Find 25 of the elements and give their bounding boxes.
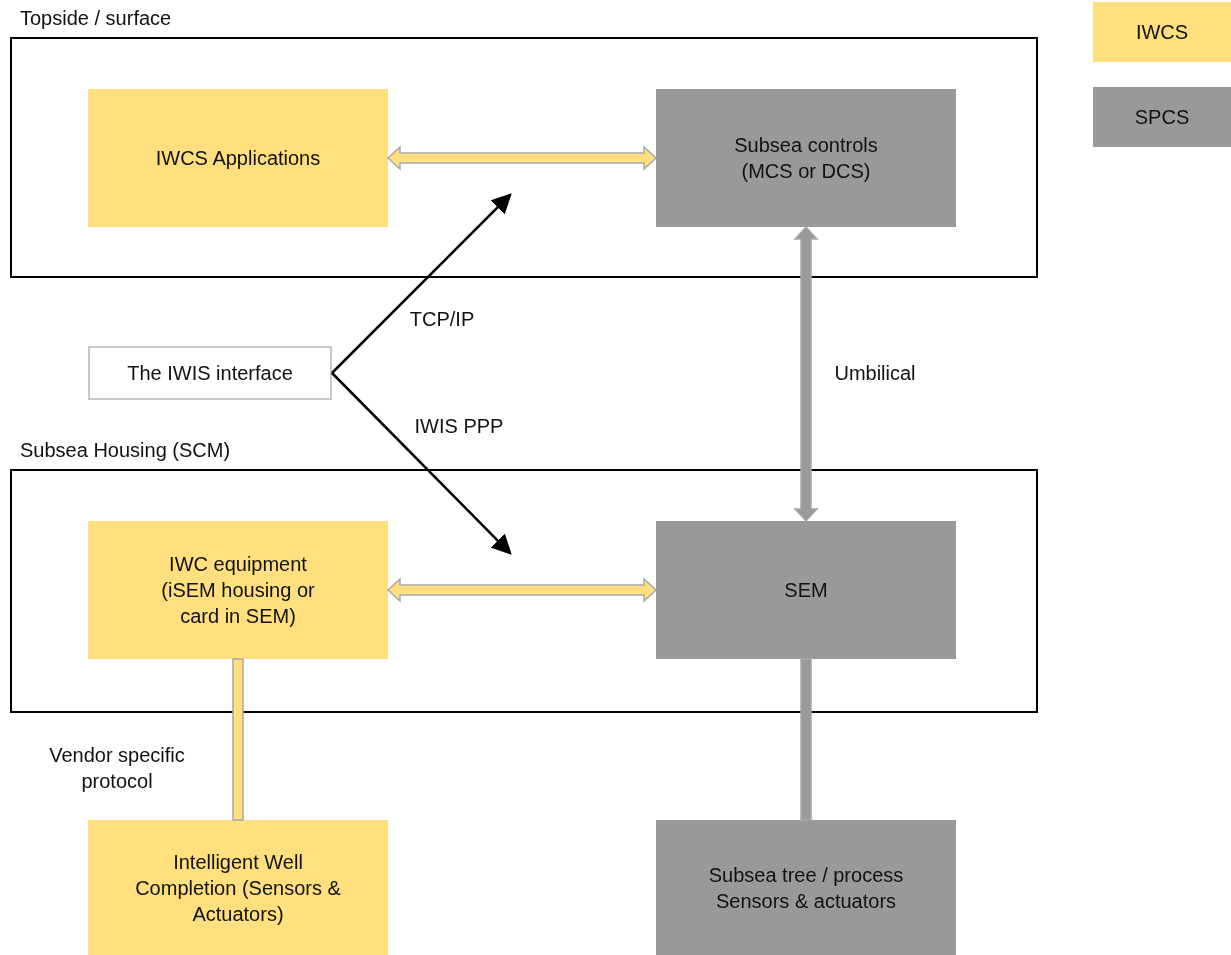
- process-box: [88, 820, 388, 955]
- box-label: IWCS Applications: [154, 146, 322, 171]
- container-label: Subsea Housing (SCM): [20, 439, 231, 462]
- double-arrow: [386, 577, 658, 603]
- legend-label: IWCS: [1135, 20, 1189, 44]
- box-label: IWC equipment (iSEM housing or card in SEM): [160, 552, 316, 629]
- arrow: [331, 193, 512, 374]
- process-box: [656, 820, 956, 955]
- connector-bar: [800, 658, 812, 821]
- process-box: [656, 89, 956, 227]
- arrow: [331, 372, 512, 555]
- process-box: [656, 521, 956, 659]
- process-box: [88, 521, 388, 659]
- connector-bar: [232, 658, 244, 821]
- interface-box: [88, 346, 332, 400]
- box-label: The IWIS interface: [126, 361, 294, 386]
- double-arrow: [793, 225, 819, 523]
- container-label: Topside / surface: [20, 7, 172, 30]
- double-arrow: [386, 145, 658, 171]
- box-label: SEM: [783, 578, 829, 603]
- legend-label: SPCS: [1134, 105, 1190, 129]
- process-box: [88, 89, 388, 227]
- box-label: Subsea tree / process Sensors & actuators: [707, 862, 905, 914]
- box-label: Intelligent Well Completion (Sensors & Actuators): [134, 849, 342, 927]
- box-label: Subsea controls (MCS or DCS): [733, 133, 879, 184]
